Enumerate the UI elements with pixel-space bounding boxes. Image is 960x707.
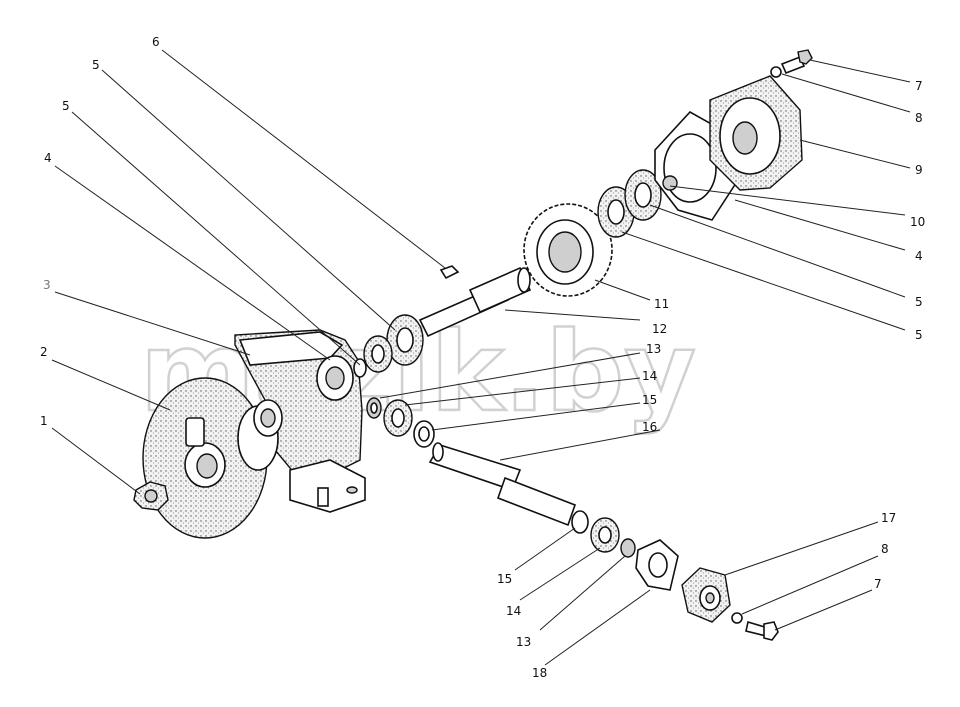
callout-15-upper: 15 bbox=[642, 393, 657, 407]
flange-pulley bbox=[142, 377, 283, 539]
callout-5-right-b: 5 bbox=[915, 328, 923, 342]
callout-labels: 1 2 3 4 5 5 6 7 8 9 10 4 5 5 11 12 13 14… bbox=[40, 35, 925, 680]
leader-lines bbox=[51, 49, 911, 666]
callout-4: 4 bbox=[44, 151, 52, 165]
callout-4-right: 4 bbox=[915, 249, 923, 263]
lower-gasket bbox=[635, 539, 679, 591]
callout-13-lower: 13 bbox=[516, 635, 531, 649]
callout-5-right-a: 5 bbox=[915, 295, 923, 309]
end-cover bbox=[709, 75, 803, 191]
callout-5b: 5 bbox=[92, 58, 100, 72]
lower-bearing-set bbox=[571, 510, 636, 558]
spur-gear bbox=[523, 203, 613, 297]
callout-1: 1 bbox=[40, 414, 48, 428]
right-spacer-washers bbox=[597, 169, 662, 238]
left-spacer-washers bbox=[353, 314, 424, 378]
callout-15-lower: 15 bbox=[497, 572, 512, 586]
upper-bearing-set bbox=[366, 397, 435, 448]
callout-14-lower: 14 bbox=[506, 604, 521, 618]
callout-13-upper: 13 bbox=[646, 342, 661, 356]
callout-14-upper: 14 bbox=[642, 369, 657, 383]
callout-8-lower: 8 bbox=[881, 542, 889, 556]
top-bolt-assembly bbox=[770, 49, 813, 78]
callout-9: 9 bbox=[915, 163, 923, 177]
callout-17: 17 bbox=[881, 511, 896, 525]
callout-3: 3 bbox=[43, 278, 51, 292]
callout-10: 10 bbox=[910, 215, 925, 229]
callout-12: 12 bbox=[652, 322, 667, 336]
callout-8-top: 8 bbox=[915, 111, 923, 125]
callout-11: 11 bbox=[654, 297, 669, 311]
lower-bolt-assembly bbox=[731, 612, 779, 641]
callout-6: 6 bbox=[152, 35, 160, 49]
callout-7-lower: 7 bbox=[874, 577, 882, 591]
splined-shaft bbox=[418, 266, 532, 338]
callout-18: 18 bbox=[532, 666, 547, 680]
hex-nut bbox=[133, 481, 169, 511]
callout-5a: 5 bbox=[62, 99, 70, 113]
callout-7-top: 7 bbox=[915, 79, 923, 93]
shaft-key bbox=[439, 265, 460, 280]
callout-16: 16 bbox=[642, 420, 657, 434]
lower-cover bbox=[681, 567, 731, 623]
callout-2: 2 bbox=[40, 345, 48, 359]
worm-shaft bbox=[428, 442, 577, 527]
